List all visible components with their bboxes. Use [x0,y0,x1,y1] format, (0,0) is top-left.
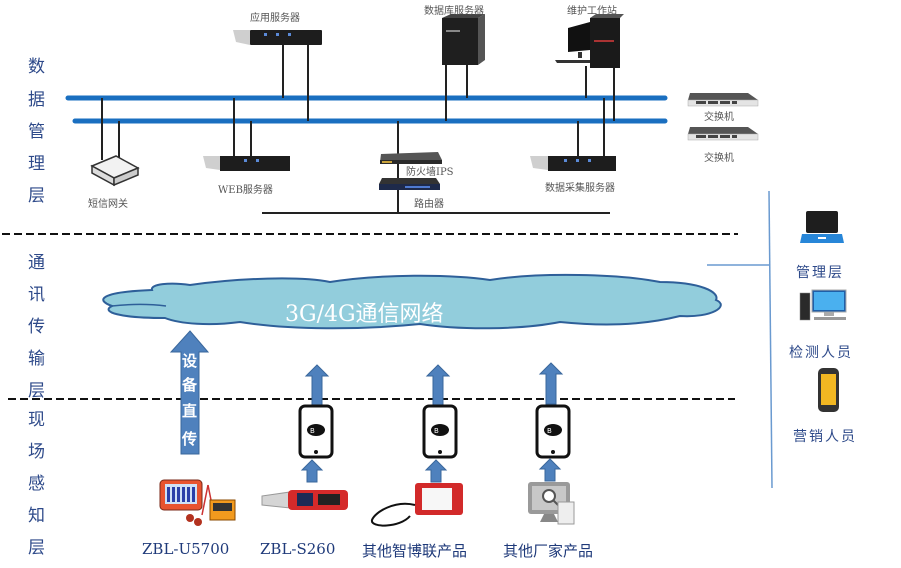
product-label-zbl-u5700: ZBL-U5700 [142,540,230,558]
layer-char: 场 [28,442,45,462]
zbl-u5700-device-icon [159,479,236,526]
phone-relay-icon: B [422,404,458,459]
direct-upload-char: 设 [182,352,198,370]
layer-char: 通 [28,253,45,273]
maintenance-station-label: 维护工作站 [567,6,617,17]
direct-upload-char: 传 [182,430,198,448]
laptop-icon [800,211,844,243]
sms-gateway-icon [90,155,140,187]
layer-char: 知 [28,506,45,526]
product-label-zbl-s260: ZBL-S260 [260,540,336,558]
layer-char: 数 [28,57,45,77]
svg-text:B: B [547,427,552,435]
svg-text:B: B [434,427,439,435]
zbl-s260-device-icon [261,490,348,510]
layer-char: 理 [28,154,45,174]
up-arrow [538,458,562,482]
layer-char: 现 [28,410,45,430]
layer-char: 感 [28,474,45,494]
svg-text:B: B [310,427,315,435]
cloud-detail [111,303,167,307]
layer-char: 层 [28,186,45,206]
switch-label-2: 交换机 [704,153,734,164]
web-server-icon [203,156,290,171]
desktop-computer-icon [799,289,847,321]
direct-upload-char: 直 [182,402,198,420]
db-server-label: 数据库服务器 [424,6,484,17]
layer-char: 输 [28,349,45,369]
switch-icon [687,127,759,141]
smartphone-icon [818,368,839,412]
web-server-label: WEB服务器 [218,185,273,196]
phone-relay-icon: B [298,404,334,459]
role-panel-divider [768,190,773,489]
cloud-shape [102,273,722,330]
data-collection-server-icon [530,156,616,171]
network-buses [65,95,668,124]
app-server-icon [233,30,322,45]
layer-char: 层 [28,538,45,558]
connector-lines [101,45,615,214]
router-label: 路由器 [414,199,444,210]
switch-label-1: 交换机 [704,112,734,123]
switch-icon [687,93,759,107]
direct-upload-arrow [169,330,210,455]
role-label-management: 管理层 [796,265,844,281]
database-server-icon [442,14,485,65]
firewall-icon [380,152,442,164]
data-collection-server-label: 数据采集服务器 [545,183,615,194]
other-zbl-product-icon [371,483,463,527]
direct-upload-char: 备 [182,376,198,394]
app-server-label: 应用服务器 [250,13,300,24]
role-label-sales: 营销人员 [793,429,857,445]
layer-char: 讯 [28,285,45,305]
firewall-label: 防火墙IPS [406,167,454,178]
layer-char: 传 [28,317,45,337]
up-arrow [300,459,324,483]
layer-char: 据 [28,90,45,110]
other-vendor-product-icon [528,482,575,525]
up-arrow [538,362,564,405]
layer-char: 管 [28,122,45,142]
product-label-other-vendor: 其他厂家产品 [503,542,594,560]
sms-gateway-label: 短信网关 [88,199,128,210]
router-icon [379,178,440,190]
up-arrow [424,459,448,483]
cloud-network-label: 3G/4G通信网络 [285,302,444,327]
upload-arrows [300,362,564,483]
workstation-icon [555,14,624,68]
product-label-other-zbl: 其他智博联产品 [362,542,468,560]
role-label-inspector: 检测人员 [789,345,853,361]
phone-relay-icon: B [535,404,571,459]
layer-char: 层 [28,381,45,401]
